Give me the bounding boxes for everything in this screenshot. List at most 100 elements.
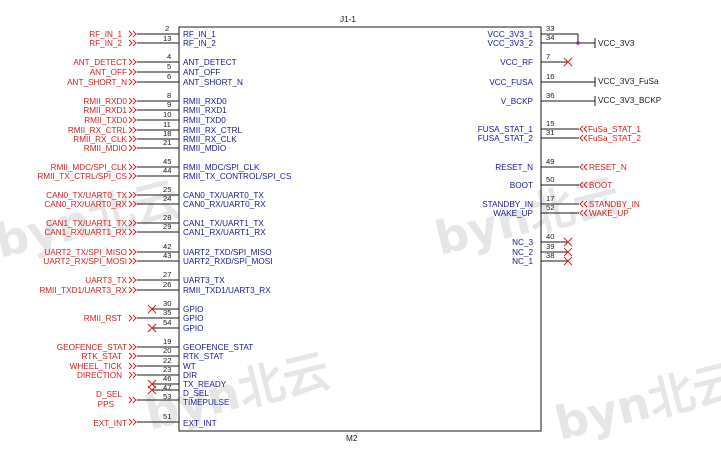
pin-label: ANT_SHORT_N	[183, 78, 243, 87]
no-connect-x	[563, 237, 573, 247]
right-pin-group: 33 VCC_3V3_1 34 VCC_3V3_2 VCC_3V3 7 VCC_…	[478, 24, 662, 266]
pin-row-vcc-rf: 7 VCC_RF	[500, 52, 573, 67]
pin-number: 18	[163, 129, 171, 138]
pin-label: NC_1	[512, 257, 533, 266]
pin-label: WT	[183, 362, 196, 371]
net-label: ANT_SHORT_N	[67, 78, 127, 87]
net-label: FuSa_STAT_2	[588, 134, 641, 143]
pin-number: 26	[163, 280, 171, 289]
net-label: RMII_RXD0	[83, 97, 127, 106]
pin-number: 53	[163, 392, 171, 401]
pin-row-gpio-35: 35 GPIO RMII_RST	[84, 308, 204, 323]
pin-number: 2	[165, 24, 169, 33]
component-ref: J1-1	[340, 15, 356, 24]
pin-number: 15	[546, 119, 554, 128]
pin-label: CAN1_RX/UART1_RX	[183, 228, 266, 237]
pin-number: 27	[163, 270, 171, 279]
pin-label: RMII_RX_CLK	[183, 135, 237, 144]
junction-dot	[576, 41, 580, 45]
pin-row-ant-short-n: 6 ANT_SHORT_N ANT_SHORT_N	[67, 72, 243, 87]
pin-row-fusa-stat-1: 15 FUSA_STAT_1 FuSa_STAT_1	[478, 119, 642, 134]
pin-number: 40	[546, 232, 554, 241]
net-label-pps: PPS	[98, 400, 115, 409]
pin-number: 50	[546, 175, 554, 184]
component-body	[178, 26, 542, 432]
pin-row-d-sel-47: 47 D_SEL	[147, 383, 209, 398]
net-label: RMII_TXD1/UART3_RX	[39, 286, 127, 295]
no-connect-x	[147, 323, 157, 333]
pin-number: 42	[163, 242, 171, 251]
pin-row-rf-in-2: 13 RF_IN_2 RF_IN_2	[89, 34, 216, 48]
pin-number: 10	[163, 110, 171, 119]
no-connect-x	[563, 256, 573, 266]
pin-label: RMII_TXD0	[183, 116, 226, 125]
pin-row-nc-2: 39 NC_2	[512, 242, 573, 257]
pin-row-can0-rx: 24 CAN0_RX/UART0_RX CAN0_RX/UART0_RX	[44, 194, 266, 209]
pin-row-fusa-stat-2: 31 FUSA_STAT_2 FuSa_STAT_2	[478, 128, 642, 143]
pin-number: 9	[167, 100, 171, 109]
pin-label: VCC_3V3_1	[487, 30, 533, 39]
net-label: ANT_DETECT	[73, 58, 127, 67]
pin-number: 39	[546, 242, 554, 251]
net-label: CAN1_RX/UART1_RX	[44, 228, 127, 237]
pin-row-ant-off: 5 ANT_OFF ANT_OFF	[90, 62, 221, 77]
net-label: RMII_RXD1	[83, 106, 127, 115]
no-connect-x	[563, 57, 573, 67]
pin-number: 22	[163, 356, 171, 365]
net-label: RMII_MDIO	[84, 144, 127, 153]
pin-row-direction: 23 DIR DIRECTION	[77, 365, 197, 380]
pin-row-rmii-rx-ctrl: 11 RMII_RX_CTRL RMII_RX_CTRL	[68, 120, 243, 135]
pin-number: 6	[167, 72, 171, 81]
pin-row-ext-int: 51 EXT_INT EXT_INT	[93, 412, 216, 428]
power-net-vcc-3v3: VCC_3V3	[598, 39, 635, 48]
pin-label: NC_2	[512, 248, 533, 257]
pin-number: 44	[163, 166, 171, 175]
pin-number: 19	[163, 337, 171, 346]
net-label: RESET_N	[589, 163, 627, 172]
net-label: WAKE_UP	[589, 209, 629, 218]
pin-number: 24	[163, 194, 171, 203]
pin-label: V_BCKP	[501, 97, 534, 106]
pin-row-nc-1: 38 NC_1	[512, 251, 573, 266]
pin-number: 33	[546, 24, 554, 33]
net-label: GEOFENCE_STAT	[57, 343, 127, 352]
pin-number: 51	[163, 412, 171, 421]
pin-row-rmii-mdc-spi-clk: 45 RMII_MDC/SPI_CLK RMII_MDC/SPI_CLK	[51, 157, 260, 172]
pin-number: 45	[163, 157, 171, 166]
pin-number: 38	[546, 251, 554, 260]
pin-label: RTK_STAT	[183, 352, 224, 361]
pin-label: VCC_3V3_2	[487, 39, 533, 48]
net-label: UART2_TX/SPI_MISO	[44, 248, 127, 257]
pin-label: GPIO	[183, 324, 203, 333]
pin-label: CAN0_RX/UART0_RX	[183, 200, 266, 209]
pin-number: 54	[163, 318, 171, 327]
pin-label: ANT_OFF	[183, 68, 220, 77]
pin-label: RESET_N	[495, 163, 533, 172]
pin-label: VCC_FUSA	[489, 78, 533, 87]
net-label: RF_IN_1	[89, 30, 122, 39]
pin-number: 17	[546, 194, 554, 203]
pin-label: STANDBY_IN	[482, 200, 533, 209]
pin-label: EXT_INT	[183, 419, 217, 428]
pin-row-wheel-tick: 22 WT WHEEL_TICK	[70, 356, 196, 371]
pin-number: 47	[163, 383, 171, 392]
pin-number: 4	[167, 52, 171, 61]
net-label: UART3_TX	[85, 276, 127, 285]
net-label: CAN1_TX/UART1_TX	[46, 219, 127, 228]
pin-label: VCC_RF	[500, 58, 533, 67]
pin-row-nc-3: 40 NC_3	[512, 232, 573, 247]
pin-label: GEOFENCE_STAT	[183, 343, 253, 352]
net-label: RMII_RST	[84, 314, 122, 323]
pin-row-can1-rx: 29 CAN1_RX/UART1_RX CAN1_RX/UART1_RX	[44, 222, 266, 237]
pin-row-gpio-54: 54 GPIO	[147, 318, 203, 333]
net-label: RMII_RX_CTRL	[68, 126, 128, 135]
pin-row-rmii-mdio: 21 RMII_MDIO RMII_MDIO	[84, 138, 226, 153]
pin-row-uart3-rx: 26 RMII_TXD1/UART3_RX RMII_TXD1/UART3_RX	[39, 280, 271, 295]
pin-row-wake-up: 52 WAKE_UP WAKE_UP	[493, 203, 629, 218]
pin-row-uart2-rx: 43 UART2_RXD/SPI_MOSI UART2_RX/SPI_MOSI	[43, 251, 272, 266]
pin-number: 25	[163, 185, 171, 194]
pin-row-uart3-tx: 27 UART3_TX UART3_TX	[85, 270, 225, 285]
pin-label: ANT_DETECT	[183, 58, 237, 67]
pin-label: RMII_RXD1	[183, 106, 227, 115]
pin-number: 30	[163, 299, 171, 308]
